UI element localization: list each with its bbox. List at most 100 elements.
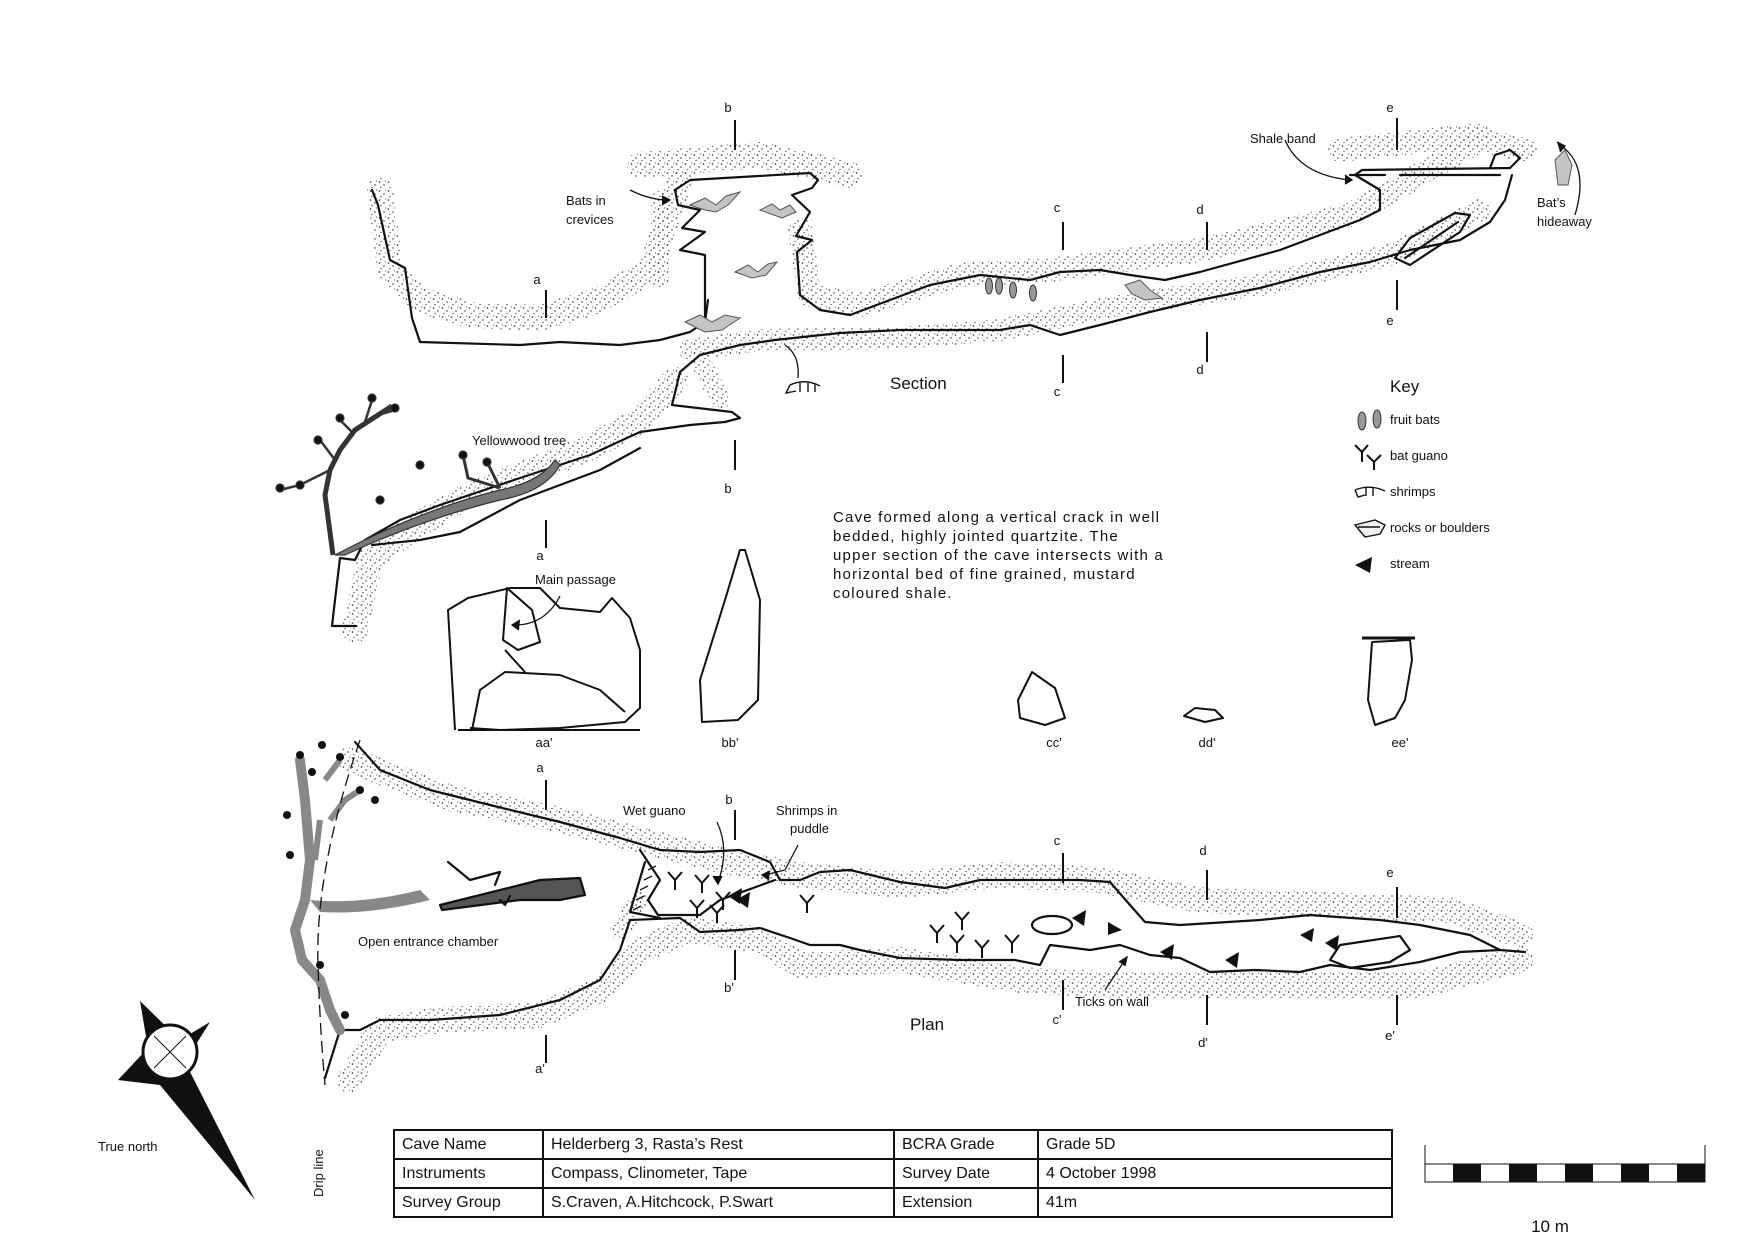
description-line-5: coloured shale.: [833, 585, 953, 602]
cross-section-label-dd: dd': [1199, 735, 1216, 750]
key-labels: fruit bats bat guano shrimps rocks or bo…: [1390, 412, 1490, 571]
plan-marker-d-bot: d': [1198, 1035, 1208, 1050]
plan-marker-a-top: a: [536, 760, 544, 775]
plan-title: Plan: [910, 1015, 944, 1034]
section-marker-d-top: d: [1196, 202, 1203, 217]
label-shrimps-in-puddle-1: Shrimps in: [776, 803, 837, 818]
plan-arrows: [712, 821, 1128, 991]
section-marker-e-bot: e: [1386, 313, 1393, 328]
plan-marker-b-bot: b': [724, 980, 734, 995]
label-bats-hideaway-2: hideaway: [1537, 214, 1592, 229]
drip-line: [317, 739, 361, 1086]
bat-icon-5: [1124, 279, 1164, 301]
fruit-bats-icon: [1357, 409, 1382, 431]
cross-section-dd: [1183, 707, 1224, 723]
section-shrimps-icon: [784, 381, 821, 394]
description-line-3: upper section of the cave intersects wit…: [833, 547, 1164, 564]
yellowwood-tree-plan: [283, 741, 430, 1035]
description-note: Cave formed along a vertical crack in we…: [833, 509, 1164, 602]
plan-view: [283, 739, 1533, 1093]
section-view: [275, 118, 1581, 643]
plan-marker-e-top: e: [1386, 865, 1393, 880]
cell-instruments-value: Compass, Clinometer, Tape: [542, 1158, 895, 1189]
main-passage-arrow: [510, 595, 561, 631]
label-drip-line: Drip line: [311, 1149, 326, 1197]
plan-marker-e-bot: e': [1385, 1028, 1395, 1043]
cell-bcra-grade-value: Grade 5D: [1037, 1129, 1393, 1160]
cross-section-labels: aa' bb' cc' dd' ee': [536, 735, 1409, 750]
section-marker-c-top: c: [1054, 200, 1061, 215]
key-title: Key: [1390, 377, 1420, 396]
section-marker-letters: a a b b c c d d e e: [533, 100, 1393, 563]
section-marker-e-top: e: [1386, 100, 1393, 115]
rocks-icon: [1353, 519, 1386, 538]
label-main-passage: Main passage: [535, 572, 616, 587]
bat-icon-3: [733, 261, 779, 279]
key-label-stream: stream: [1390, 556, 1430, 571]
cell-survey-date-value: 4 October 1998: [1037, 1158, 1393, 1189]
scale-bar: [1424, 1145, 1706, 1183]
cell-cave-name-key: Cave Name: [393, 1129, 544, 1160]
bat-icon-4: [683, 314, 742, 333]
survey-info-table: Cave Name Helderberg 3, Rasta’s Rest BCR…: [393, 1129, 1393, 1218]
ledge-hatch: [632, 865, 657, 911]
label-ticks-on-wall: Ticks on wall: [1075, 994, 1149, 1009]
scale-label: 10 m: [1531, 1217, 1569, 1236]
cell-extension-value: 41m: [1037, 1187, 1393, 1218]
cross-section-bb: [699, 549, 761, 723]
description-line-2: bedded, highly jointed quartzite. The: [833, 528, 1119, 545]
bat-guano-icon: [1354, 444, 1382, 470]
plan-marker-c-bot: c': [1053, 1012, 1062, 1027]
plan-marker-d-top: d: [1199, 843, 1206, 858]
description-line-1: Cave formed along a vertical crack in we…: [833, 509, 1160, 526]
label-shrimps-in-puddle-2: puddle: [790, 821, 829, 836]
cross-section-label-ee: ee': [1392, 735, 1409, 750]
cross-section-cc: [1017, 671, 1066, 726]
key-icons: [1353, 409, 1386, 573]
description-line-4: horizontal bed of fine grained, mustard: [833, 566, 1136, 583]
key-label-shrimps: shrimps: [1390, 484, 1436, 499]
section-title: Section: [890, 374, 947, 393]
bat-icon-1: [688, 191, 742, 213]
plan-marker-letters: a a' b b' c c' d d' e e': [535, 760, 1395, 1076]
cross-section-label-aa: aa': [536, 735, 553, 750]
label-yellowwood-tree: Yellowwood tree: [472, 433, 566, 448]
plan-marker-ticks: [545, 780, 1398, 1063]
section-bats: [683, 149, 1573, 333]
cross-section-label-bb: bb': [722, 735, 739, 750]
plan-guano-symbols: [667, 871, 1020, 958]
table-row: Survey Group S.Craven, A.Hitchcock, P.Sw…: [393, 1187, 1393, 1218]
label-open-entrance-chamber: Open entrance chamber: [358, 934, 499, 949]
cell-survey-group-value: S.Craven, A.Hitchcock, P.Swart: [542, 1187, 895, 1218]
cross-sections: [447, 549, 1415, 731]
plan-marker-b-top: b: [725, 792, 732, 807]
key-label-rocks: rocks or boulders: [1390, 520, 1490, 535]
cross-section-aa: [447, 587, 641, 731]
plan-rock-stipple: [337, 747, 1533, 1093]
cell-extension-key: Extension: [893, 1187, 1039, 1218]
section-arrows: [629, 139, 1581, 379]
cell-survey-date-key: Survey Date: [893, 1158, 1039, 1189]
key-label-bat-guano: bat guano: [1390, 448, 1448, 463]
section-marker-c-bot: c: [1054, 384, 1061, 399]
cell-bcra-grade-key: BCRA Grade: [893, 1129, 1039, 1160]
label-bats-in-crevices-2: crevices: [566, 212, 614, 227]
label-bats-hideaway-1: Bat’s: [1537, 195, 1566, 210]
section-hanging-bats: [985, 277, 1037, 302]
label-shale-band: Shale band: [1250, 131, 1316, 146]
label-wet-guano: Wet guano: [623, 803, 686, 818]
cell-instruments-key: Instruments: [393, 1158, 544, 1189]
section-marker-b-bot: b: [724, 481, 731, 496]
section-passage-outline: [330, 148, 1522, 628]
section-marker-a-top: a: [533, 272, 541, 287]
plan-marker-a-bot: a': [535, 1061, 545, 1076]
plan-passage-outline: [323, 740, 1527, 1080]
key-label-fruit-bats: fruit bats: [1390, 412, 1440, 427]
label-true-north: True north: [98, 1139, 158, 1154]
cross-section-label-cc: cc': [1046, 735, 1061, 750]
bat-icon-2: [758, 203, 797, 219]
stream-arrow-icon: [1355, 557, 1372, 573]
section-marker-a-bot: a: [536, 548, 544, 563]
table-row: Instruments Compass, Clinometer, Tape Su…: [393, 1158, 1393, 1189]
